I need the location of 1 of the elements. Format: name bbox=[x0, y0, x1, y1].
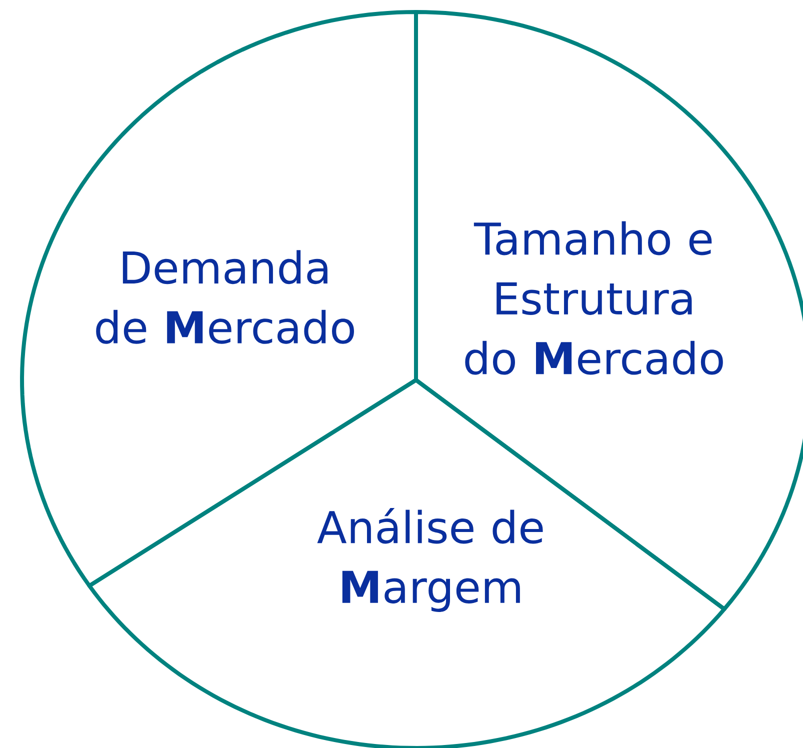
pie-sector: Análise de Margem bbox=[87, 378, 726, 748]
